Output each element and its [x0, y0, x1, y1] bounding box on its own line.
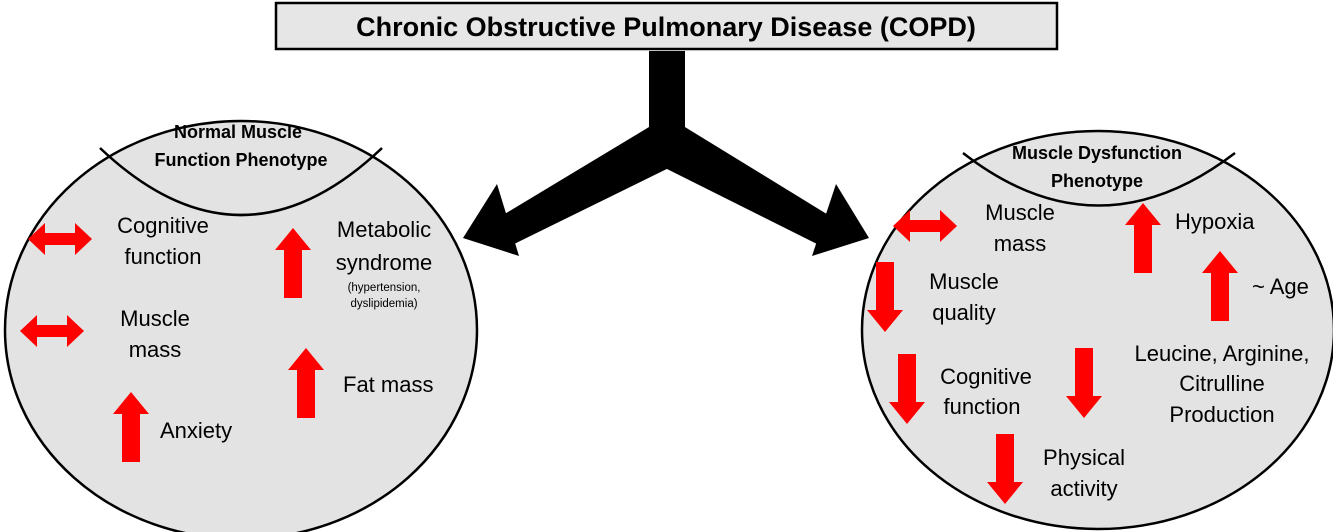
right-amino-acids-label-line2: Citrulline [1179, 371, 1265, 396]
left-header-arc [99, 147, 383, 217]
left-fat-mass-label: Fat mass [343, 372, 433, 397]
connector-left-arrowhead [463, 184, 519, 256]
left-cognitive-label-line2: function [124, 244, 201, 269]
right-amino-acids-label-line3: Production [1169, 402, 1274, 427]
right-muscle-quality-label-line1: Muscle [929, 269, 999, 294]
right-amino-acids-label-line1: Leucine, Arginine, [1135, 341, 1310, 366]
left-metabolic-note-line2: dyslipidemia) [350, 298, 417, 310]
muscle-dysfunction-phenotype: Muscle Dysfunction Phenotype Muscle mass… [860, 129, 1333, 531]
connector-left-branch [488, 124, 685, 250]
left-metabolic-note-line1: (hypertension, [348, 282, 421, 294]
right-physical-activity-label-line2: activity [1050, 476, 1117, 501]
right-phenotype-ellipse [860, 129, 1333, 531]
left-metabolic-label-line1: Metabolic [337, 217, 431, 242]
right-phenotype-header-line1: Muscle Dysfunction [1012, 143, 1182, 163]
connector-right-arrowhead [812, 184, 869, 256]
right-hypoxia-label: Hypoxia [1175, 209, 1255, 234]
right-physical-activity-label-line1: Physical [1043, 445, 1125, 470]
right-muscle-mass-label-line2: mass [994, 231, 1047, 256]
left-anxiety-label: Anxiety [160, 418, 232, 443]
left-cognitive-label-line1: Cognitive [117, 213, 209, 238]
left-muscle-mass-label-line2: mass [129, 337, 182, 362]
left-metabolic-label-line2: syndrome [336, 250, 433, 275]
right-cognitive-label-line2: function [943, 394, 1020, 419]
normal-muscle-phenotype: Normal Muscle Function Phenotype Cogniti… [3, 119, 479, 532]
left-phenotype-header-line2: Function Phenotype [155, 150, 328, 170]
right-muscle-quality-label-line2: quality [932, 300, 996, 325]
right-muscle-mass-label-line1: Muscle [985, 200, 1055, 225]
left-muscle-mass-label-line1: Muscle [120, 306, 190, 331]
right-header-arc [962, 152, 1236, 207]
right-phenotype-header-line2: Phenotype [1051, 171, 1143, 191]
connector-right-branch [649, 124, 843, 250]
left-phenotype-header-line1: Normal Muscle [174, 122, 302, 142]
right-cognitive-label-line1: Cognitive [940, 364, 1032, 389]
diagram-title: Chronic Obstructive Pulmonary Disease (C… [356, 12, 976, 42]
branch-connector [463, 51, 869, 256]
right-age-label: ~ Age [1252, 274, 1309, 299]
title-box: Chronic Obstructive Pulmonary Disease (C… [274, 1, 1059, 51]
